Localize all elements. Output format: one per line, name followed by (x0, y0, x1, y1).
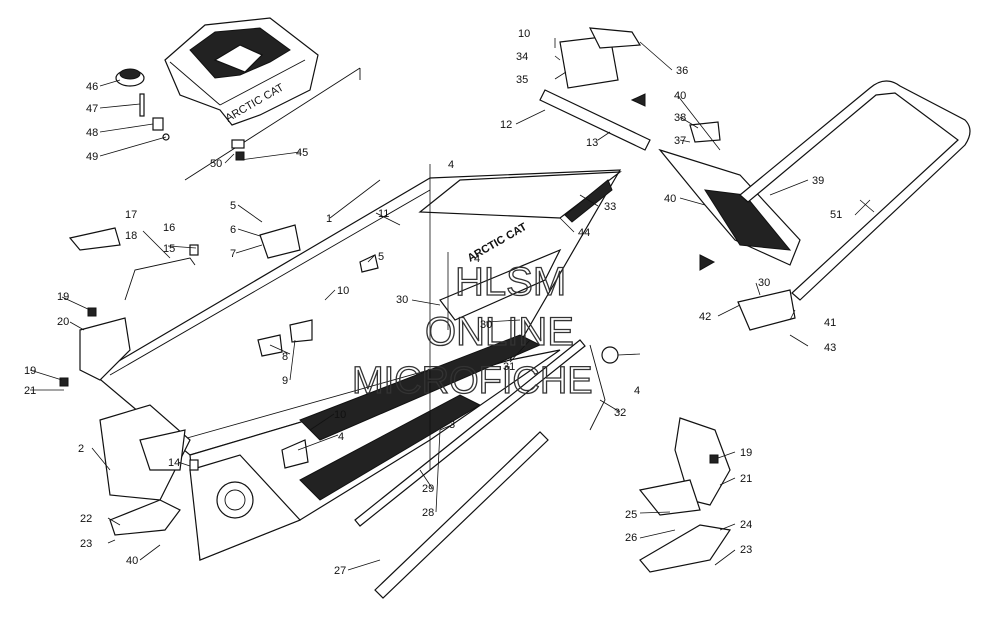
callout-19-left-low: 19 (24, 365, 36, 377)
rear-bumper-flap (539, 27, 801, 271)
callout-26: 26 (625, 532, 637, 544)
callout-23-left: 23 (80, 538, 92, 550)
callout-5-mid: 5 (378, 251, 384, 263)
watermark-line-1: HLSM (455, 260, 566, 304)
callout-22: 22 (80, 513, 92, 525)
callout-30-right: 30 (758, 277, 770, 289)
callout-47: 47 (86, 103, 98, 115)
callout-41: 41 (824, 317, 836, 329)
callout-25: 25 (625, 509, 637, 521)
callout-10-low: 10 (334, 409, 346, 421)
callout-1: 1 (326, 213, 332, 225)
callout-11: 11 (378, 208, 389, 220)
callout-27: 27 (334, 565, 346, 577)
callout-20: 20 (57, 316, 69, 328)
left-brackets (59, 227, 199, 536)
callout-16: 16 (163, 222, 175, 234)
callout-50: 50 (210, 158, 222, 170)
callout-10-mid: 10 (337, 285, 349, 297)
footrest-parts (638, 417, 732, 573)
callout-46: 46 (86, 81, 98, 93)
watermark-line-3: MICROFICHE (352, 360, 593, 402)
callout-14: 14 (168, 457, 180, 469)
callout-3: 3 (449, 419, 455, 431)
callout-49: 49 (86, 151, 98, 163)
watermark: HLSM ONLINE MICROFICHE (351, 259, 593, 402)
callout-34: 34 (516, 51, 528, 63)
callout-40-mid: 40 (664, 193, 676, 205)
callout-44: 44 (578, 227, 590, 239)
callout-15: 15 (163, 243, 175, 255)
callout-10-top: 10 (518, 28, 530, 40)
callout-5-left: 5 (230, 200, 236, 212)
callout-40-low: 40 (126, 555, 138, 567)
callout-4-top: 4 (448, 159, 454, 171)
callout-33: 33 (604, 201, 616, 213)
callout-48: 48 (86, 127, 98, 139)
callout-37: 37 (674, 135, 686, 147)
rails (354, 339, 619, 599)
callout-13: 13 (586, 137, 598, 149)
callout-45: 45 (296, 147, 308, 159)
callout-4-mid: 4 (474, 253, 480, 265)
callout-21-right: 21 (740, 473, 752, 485)
callout-35: 35 (516, 74, 528, 86)
callout-38: 38 (674, 112, 686, 124)
callout-32: 32 (614, 407, 626, 419)
callout-2: 2 (78, 443, 84, 455)
callout-19-left: 19 (57, 291, 69, 303)
watermark-line-2: ONLINE (425, 310, 574, 354)
callout-30-mid: 30 (480, 319, 492, 331)
callout-8: 8 (282, 351, 288, 363)
callout-9: 9 (282, 375, 288, 387)
callout-31: 31 (503, 361, 515, 373)
seat-assembly: ARCTIC CAT (164, 17, 361, 181)
callout-28: 28 (422, 507, 434, 519)
callout-labels: 46 47 48 49 50 45 10 34 35 36 12 13 40 3… (24, 28, 842, 577)
callout-39: 39 (812, 175, 824, 187)
grab-bar (737, 80, 971, 331)
callout-51: 51 (830, 209, 842, 221)
mid-brackets (257, 224, 379, 469)
callout-12: 12 (500, 119, 512, 131)
leader-lines (29, 38, 875, 571)
callout-30-left: 30 (396, 294, 408, 306)
callout-4-low: 4 (338, 431, 344, 443)
callout-23-right: 23 (740, 544, 752, 556)
callout-24: 24 (740, 519, 752, 531)
callout-21-left: 21 (24, 385, 36, 397)
callout-7: 7 (230, 248, 236, 260)
callout-4-right: 4 (634, 385, 640, 397)
callout-18: 18 (125, 230, 137, 242)
callout-29: 29 (422, 483, 434, 495)
callout-36: 36 (676, 65, 688, 77)
callout-19-right: 19 (740, 447, 752, 459)
callout-6: 6 (230, 224, 236, 236)
callout-43: 43 (824, 342, 836, 354)
callout-40-top: 40 (674, 90, 686, 102)
callout-42: 42 (699, 311, 711, 323)
callout-17: 17 (125, 209, 137, 221)
